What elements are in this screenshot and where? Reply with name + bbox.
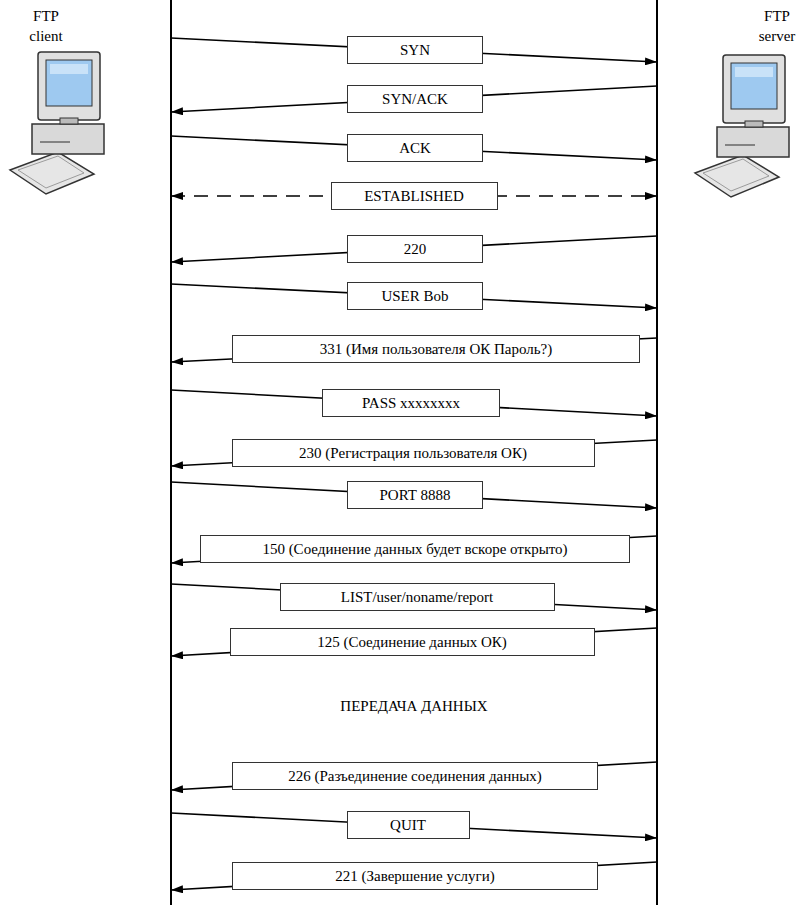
message-label: USER Bob bbox=[347, 282, 483, 310]
client-computer bbox=[10, 52, 104, 194]
message-label: 230 (Регистрация пользователя ОК) bbox=[232, 439, 595, 467]
server-computer bbox=[695, 55, 789, 197]
message-label: LIST/user/noname/report bbox=[280, 583, 555, 611]
message-arrow bbox=[171, 762, 657, 790]
message-label: 220 bbox=[347, 235, 483, 263]
message-label: PASS xxxxxxxx bbox=[322, 389, 500, 417]
host-name: FTP client bbox=[15, 6, 77, 46]
lifeline-node: FTP client bbox=[0, 0, 172, 905]
message-arrow bbox=[171, 536, 657, 563]
message-label: ACK bbox=[347, 134, 483, 162]
message-label: PORT 8888 bbox=[347, 481, 483, 509]
message-label: SYN/ACK bbox=[347, 85, 483, 113]
message-label: 150 (Соединение данных будет вскоре откр… bbox=[200, 535, 630, 563]
message-arrow bbox=[171, 628, 657, 656]
lifeline-node: FTP server bbox=[656, 0, 804, 905]
message-label: 125 (Соединение данных ОК) bbox=[230, 628, 595, 656]
message-arrow bbox=[171, 862, 657, 890]
phase-label: ПЕРЕДАЧА ДАННЫХ bbox=[340, 696, 487, 716]
message-label: 221 (Завершение услуги) bbox=[232, 862, 598, 890]
host-name: FTP server bbox=[746, 6, 804, 46]
message-label: ESTABLISHED bbox=[331, 182, 498, 210]
message-label: QUIT bbox=[347, 811, 470, 839]
message-label: 331 (Имя пользователя ОК Пароль?) bbox=[232, 335, 640, 363]
message-label: 226 (Разъединение соединения данных) bbox=[232, 762, 598, 790]
message-label: SYN bbox=[347, 36, 483, 64]
